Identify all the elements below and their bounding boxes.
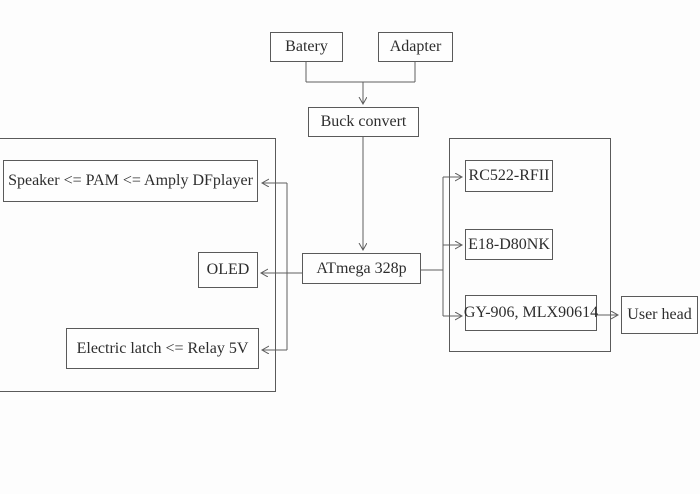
sensor-bus-line (421, 177, 444, 316)
power-join-line (305, 62, 416, 83)
node-battery-label: Batery (285, 38, 328, 55)
node-oled: OLED (198, 252, 258, 288)
node-buck-convert: Buck convert (308, 107, 419, 137)
node-oled-label: OLED (206, 261, 250, 278)
node-user-head-label: User head (627, 306, 692, 323)
node-atmega-328p: ATmega 328p (302, 253, 421, 284)
node-speaker-amplifier-label: Speaker <= PAM <= Amply DFplayer (8, 172, 253, 189)
node-rc522-rfid-reader-label: RC522-RFII (468, 167, 550, 184)
node-gy906-mlx90614-sensor: GY-906, MLX90614 (463, 295, 599, 331)
node-user-head: User head (621, 296, 698, 334)
node-e18-d80nk-sensor: E18-D80NK (465, 229, 553, 260)
node-atmega-328p-label: ATmega 328p (316, 259, 407, 277)
node-battery: Batery (270, 32, 343, 62)
node-rc522-rfid-reader: RC522-RFII (465, 160, 553, 192)
node-buck-convert-label: Buck convert (320, 113, 407, 130)
node-e18-d80nk-sensor-label: E18-D80NK (468, 235, 550, 253)
sensors-group-box (449, 138, 611, 352)
node-gy906-mlx90614-sensor-label: GY-906, MLX90614 (463, 304, 599, 321)
node-adapter: Adapter (378, 32, 453, 62)
output-devices-group-box (0, 138, 276, 392)
node-adapter-label: Adapter (389, 38, 442, 55)
node-speaker-amplifier: Speaker <= PAM <= Amply DFplayer (3, 160, 258, 202)
node-electric-latch-label: Electric latch <= Relay 5V (76, 339, 249, 357)
node-electric-latch: Electric latch <= Relay 5V (66, 328, 259, 369)
